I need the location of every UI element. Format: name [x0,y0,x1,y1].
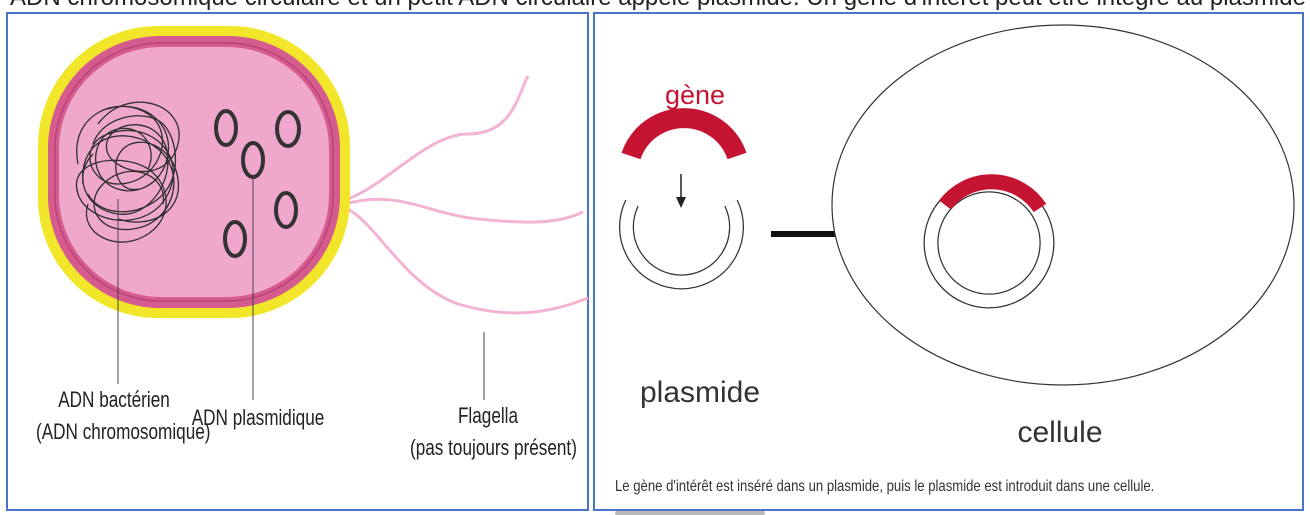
bacterial-dna-label-line1: ADN bactérien [36,384,192,416]
gene-segment [631,118,737,156]
top-strip-text: ADN chromosomique circulaire et un petit… [10,0,1306,12]
flagella-label: Flagella (pas toujours présent) [410,400,566,464]
flagella-label-line1: Flagella [410,400,566,432]
bacterial-dna-label-line2: (ADN chromosomique) [36,416,192,448]
bacterial-dna-label: ADN bactérien (ADN chromosomique) [36,384,192,448]
gene-label: gène [655,80,735,111]
cut-off-text [615,507,775,515]
cytoplasm [59,47,329,297]
cell [832,25,1294,385]
flagella-label-line2: (pas toujours présent) [410,432,566,464]
plasmid-dna-label: ADN plasmidique [180,402,336,434]
cell-label: cellule [985,416,1135,450]
flagella [346,76,588,313]
plasmid-insertion-panel: gène plasmide cellule Le gène d'intérêt … [593,12,1304,511]
figure-caption: Le gène d'intérêt est inséré dans un pla… [615,478,1154,496]
bacterium-panel: ADN bactérien (ADN chromosomique) ADN pl… [6,12,589,511]
plasmid-label: plasmide [625,376,775,410]
